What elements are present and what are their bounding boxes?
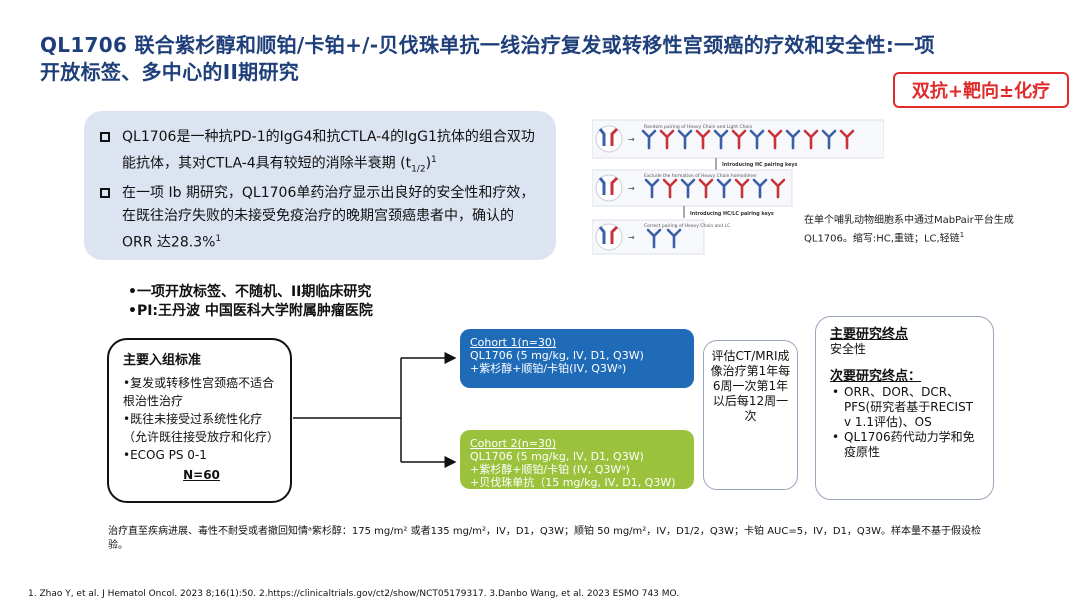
reference-mark: 1 (959, 231, 965, 239)
study-design-notes: •一项开放标签、不随机、II期临床研究 •PI:王丹波 中国医科大学附属肿瘤医院 (128, 283, 468, 321)
cohort-1-line: QL1706 (5 mg/kg, IV, D1, Q3W) (470, 349, 644, 362)
reference-mark: 1 (431, 155, 437, 165)
sample-size: N=60 (183, 468, 220, 482)
cohort-1-line: +紫杉醇+顺铂/卡铂(IV, Q3Wᵃ) (470, 362, 627, 375)
intro-bullet-1: QL1706是一种抗PD-1的IgG4和抗CTLA-4的IgG1抗体的组合双功能… (100, 126, 542, 181)
figure-arrow2-label: Introducing HC/LC pairing keys (690, 211, 774, 217)
svg-text:→: → (628, 184, 635, 193)
references: 1. Zhao Y, et al. J Hematol Oncol. 2023 … (28, 589, 680, 599)
design-line-1: •一项开放标签、不随机、II期临床研究 (128, 284, 372, 300)
secondary-endpoint-item: QL1706药代动力学和免疫原性 (830, 430, 983, 460)
primary-endpoint-heading: 主要研究终点 (830, 327, 909, 342)
reference-mark: 1 (215, 234, 222, 245)
secondary-endpoint-list: ORR、DOR、DCR、PFS(研究者基于RECIST v 1.1评估)、OS … (830, 385, 983, 460)
figure-caption: 在单个哺乳动物细胞系中通过MabPair平台生成QL1706。缩写:HC,重链；… (804, 214, 1034, 246)
antibody-parent-icon (595, 125, 623, 153)
figure-arrow1-label: Introducing HC pairing keys (722, 162, 797, 168)
page-title: QL1706 联合紫杉醇和顺铂/卡铂+/-贝伐珠单抗一线治疗复发或转移性宫颈癌的… (40, 33, 935, 84)
cohort-2-box: Cohort 2(n=30) QL1706 (5 mg/kg, IV, D1, … (460, 430, 694, 489)
figure-row1-label: Random pairing of Heavy Chain and Light … (644, 124, 752, 130)
criteria-heading: 主要入组标准 (123, 353, 202, 368)
criteria-item: •复发或转移性宫颈癌不适合根治性治疗 (123, 376, 275, 408)
cohort-2-title: Cohort 2(n=30) (470, 437, 557, 450)
secondary-endpoint-item: ORR、DOR、DCR、PFS(研究者基于RECIST v 1.1评估)、OS (830, 385, 983, 430)
antibody-parent-icon (595, 174, 623, 202)
cohort-2-line: QL1706 (5 mg/kg, IV, D1, Q3W) (470, 450, 644, 463)
square-bullet-icon (100, 132, 110, 142)
footnote: 治疗直至疾病进展、毒性不耐受或者撤回知情ᵃ紫杉醇：175 mg/m² 或者135… (108, 526, 982, 551)
half-life-subscript: 1/2 (411, 164, 426, 175)
figure-row3-label: Correct pairing of Heavy Chain and LC (644, 223, 730, 229)
endpoints-box: 主要研究终点 安全性 次要研究终点： ORR、DOR、DCR、PFS(研究者基于… (815, 316, 994, 500)
intro-bullet-2: 在一项 Ib 期研究，QL1706单药治疗显示出良好的安全性和疗效，在既往治疗失… (100, 182, 542, 255)
intro-box: QL1706是一种抗PD-1的IgG4和抗CTLA-4的IgG1抗体的组合双功能… (84, 111, 556, 260)
criteria-item: •ECOG PS 0-1 (123, 448, 207, 462)
square-bullet-icon (100, 188, 110, 199)
therapy-tag: 双抗+靶向±化疗 (893, 72, 1069, 108)
design-line-2: •PI:王丹波 中国医科大学附属肿瘤医院 (128, 303, 373, 319)
criteria-item: •既往未接受过系统性化疗（允许既往接受放疗和化疗） (123, 412, 280, 444)
evaluation-box: 评估CT/MRI成像治疗第1年每6周一次第1年以后每12周一次 (703, 340, 798, 490)
secondary-endpoint-heading: 次要研究终点： (830, 369, 922, 384)
cohort-2-line: +贝伐珠单抗（15 mg/kg, IV, D1, Q3W) (470, 476, 676, 489)
cohort-2-line: +紫杉醇+顺铂/卡铂 (IV, Q3Wᵃ) (470, 463, 630, 476)
figure-caption-text: 在单个哺乳动物细胞系中通过MabPair平台生成QL1706。缩写:HC,重链；… (804, 215, 1014, 245)
intro-bullet-1-text: QL1706是一种抗PD-1的IgG4和抗CTLA-4的IgG1抗体的组合双功能… (122, 129, 535, 172)
antibody-parent-icon (595, 223, 623, 251)
inclusion-criteria-box: 主要入组标准 •复发或转移性宫颈癌不适合根治性治疗 •既往未接受过系统性化疗（允… (107, 338, 292, 503)
mabpair-figure: → Random pairing of Heavy Chain and Ligh… (592, 119, 884, 255)
figure-row2-label: Exclude the formation of Heavy Chain hom… (644, 173, 757, 179)
cohort-1-title: Cohort 1(n=30) (470, 336, 557, 349)
cohort-1-box: Cohort 1(n=30) QL1706 (5 mg/kg, IV, D1, … (460, 329, 694, 388)
intro-bullet-1-close: ) (425, 155, 432, 172)
primary-endpoint: 安全性 (830, 342, 867, 356)
intro-bullet-2-text: 在一项 Ib 期研究，QL1706单药治疗显示出良好的安全性和疗效，在既往治疗失… (122, 185, 535, 252)
svg-text:→: → (628, 135, 635, 144)
svg-text:→: → (628, 233, 635, 242)
